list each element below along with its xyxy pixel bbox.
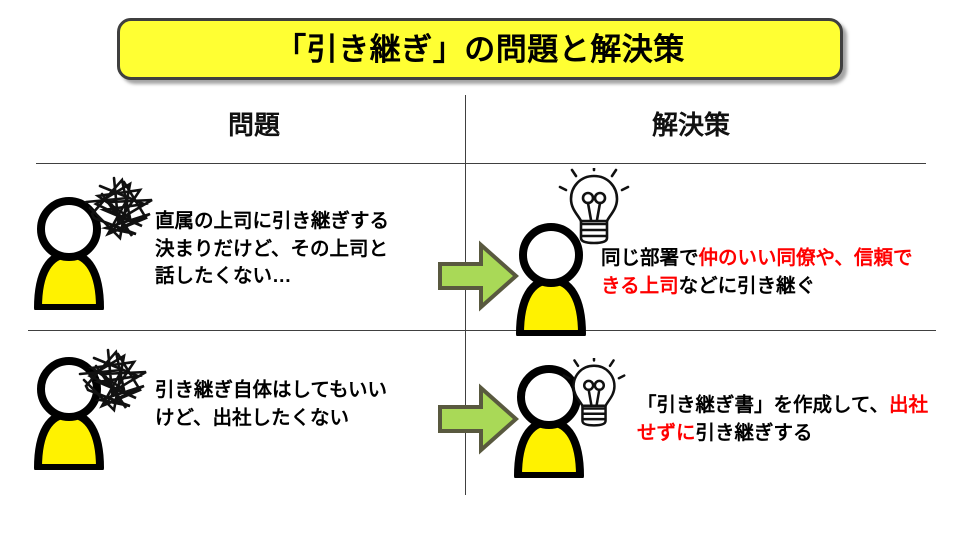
problem-text-row-2: 引き継ぎ自体はしてもいい けど、出社したくない <box>155 379 388 429</box>
solution-text-segment: 「引き継ぎ書」を作成して、 <box>637 394 889 416</box>
column-header-problem: 問題 <box>228 110 281 140</box>
right-arrow-icon <box>437 240 519 312</box>
person-icon <box>500 218 602 336</box>
column-header-solution: 解決策 <box>652 110 731 140</box>
solution-text-segment: 同じ部署で <box>601 247 699 269</box>
lightbulb-icon <box>562 358 626 434</box>
scribble-icon <box>78 346 150 418</box>
scribble-icon <box>84 174 156 246</box>
solution-text-row-1: 同じ部署で仲のいい同僚や、信頼できる上司などに引き継ぐ <box>601 245 931 300</box>
divider-line-middle <box>28 330 936 331</box>
solution-text-segment: 仲のいい同僚や、信 <box>698 247 874 269</box>
title-banner: 「引き継ぎ」の問題と解決策 <box>117 18 843 80</box>
page-title: 「引き継ぎ」の問題と解決策 <box>275 31 685 67</box>
divider-line-vertical <box>465 95 466 495</box>
problem-text-row-1: 直属の上司に引き継ぎする 決まりだけど、その上司と 話したくない… <box>155 210 390 288</box>
person-icon <box>18 192 120 310</box>
solution-text-segment: などに引き継ぐ <box>678 274 816 297</box>
person-icon <box>498 360 600 478</box>
divider-line-top <box>36 163 926 164</box>
solution-text-segment: 引き継ぎする <box>695 421 813 444</box>
solution-text-segment: 頼できる上司 <box>601 247 913 297</box>
right-arrow-icon <box>437 383 519 455</box>
solution-text-row-2: 「引き継ぎ書」を作成して、出社せずに引き継ぎする <box>637 392 937 447</box>
lightbulb-icon <box>558 168 630 252</box>
solution-text-segment: 出社せずに <box>637 394 928 444</box>
